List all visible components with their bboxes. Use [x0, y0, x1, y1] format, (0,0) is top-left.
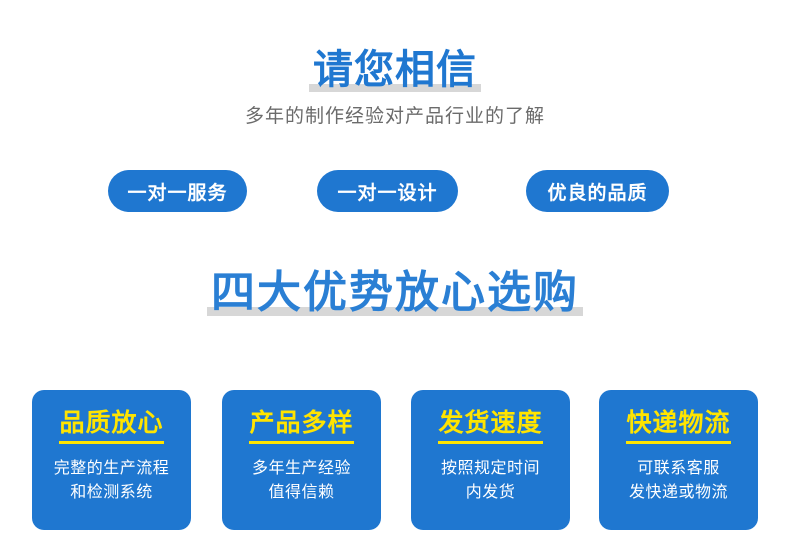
section-title-underline-bar [207, 307, 583, 316]
advantage-card-body-line: 值得信赖 [268, 482, 335, 501]
advantage-card-shipping-speed[interactable]: 发货速度 按照规定时间 内发货 [411, 390, 570, 530]
advantage-card-title: 快递物流 [626, 408, 731, 444]
pill-button-label: 优良的品质 [547, 181, 648, 204]
hero-headline-container: 请您相信 [0, 48, 790, 92]
advantage-card-body-line: 按照规定时间 [440, 458, 540, 477]
advantage-card-body-line: 完整的生产流程 [53, 458, 170, 477]
section-title-container: 四大优势放心选购 [0, 268, 790, 318]
advantage-card-body-line: 和检测系统 [70, 482, 153, 501]
advantage-card-body: 可联系客服 发快递或物流 [599, 456, 758, 504]
advantage-card-quality[interactable]: 品质放心 完整的生产流程 和检测系统 [32, 390, 191, 530]
advantage-card-body: 按照规定时间 内发货 [411, 456, 570, 504]
section-title-text: 四大优势放心选购 [211, 267, 579, 318]
advantage-card-grid: 品质放心 完整的生产流程 和检测系统 产品多样 多年生产经验 值得信赖 发货速度… [32, 390, 758, 530]
advantage-card-body-line: 可联系客服 [637, 458, 720, 477]
pill-button-excellent-quality[interactable]: 优良的品质 [526, 170, 669, 212]
section-title: 四大优势放心选购 [207, 268, 583, 318]
advantage-card-body-line: 发快递或物流 [628, 482, 728, 501]
advantage-card-variety[interactable]: 产品多样 多年生产经验 值得信赖 [222, 390, 381, 530]
advantage-card-title: 品质放心 [59, 408, 164, 444]
hero-headline-text: 请您相信 [313, 47, 477, 93]
advantage-card-body-line: 内发货 [465, 482, 516, 501]
advantage-card-body: 多年生产经验 值得信赖 [222, 456, 381, 504]
headline-underline-bar [309, 84, 481, 92]
advantage-card-title: 产品多样 [249, 408, 354, 444]
pill-button-one-to-one-service[interactable]: 一对一服务 [108, 170, 247, 212]
advantage-card-body: 完整的生产流程 和检测系统 [32, 456, 191, 504]
pill-button-row: 一对一服务 一对一设计 优良的品质 [0, 170, 790, 212]
hero-subheadline: 多年的制作经验对产品行业的了解 [244, 105, 545, 127]
advantage-card-logistics[interactable]: 快递物流 可联系客服 发快递或物流 [599, 390, 758, 530]
pill-button-label: 一对一服务 [127, 181, 228, 204]
pill-button-label: 一对一设计 [337, 181, 438, 204]
pill-button-one-to-one-design[interactable]: 一对一设计 [317, 170, 458, 212]
advantage-card-body-line: 多年生产经验 [251, 458, 351, 477]
hero-headline: 请您相信 [309, 48, 481, 92]
advantage-card-title: 发货速度 [438, 408, 543, 444]
